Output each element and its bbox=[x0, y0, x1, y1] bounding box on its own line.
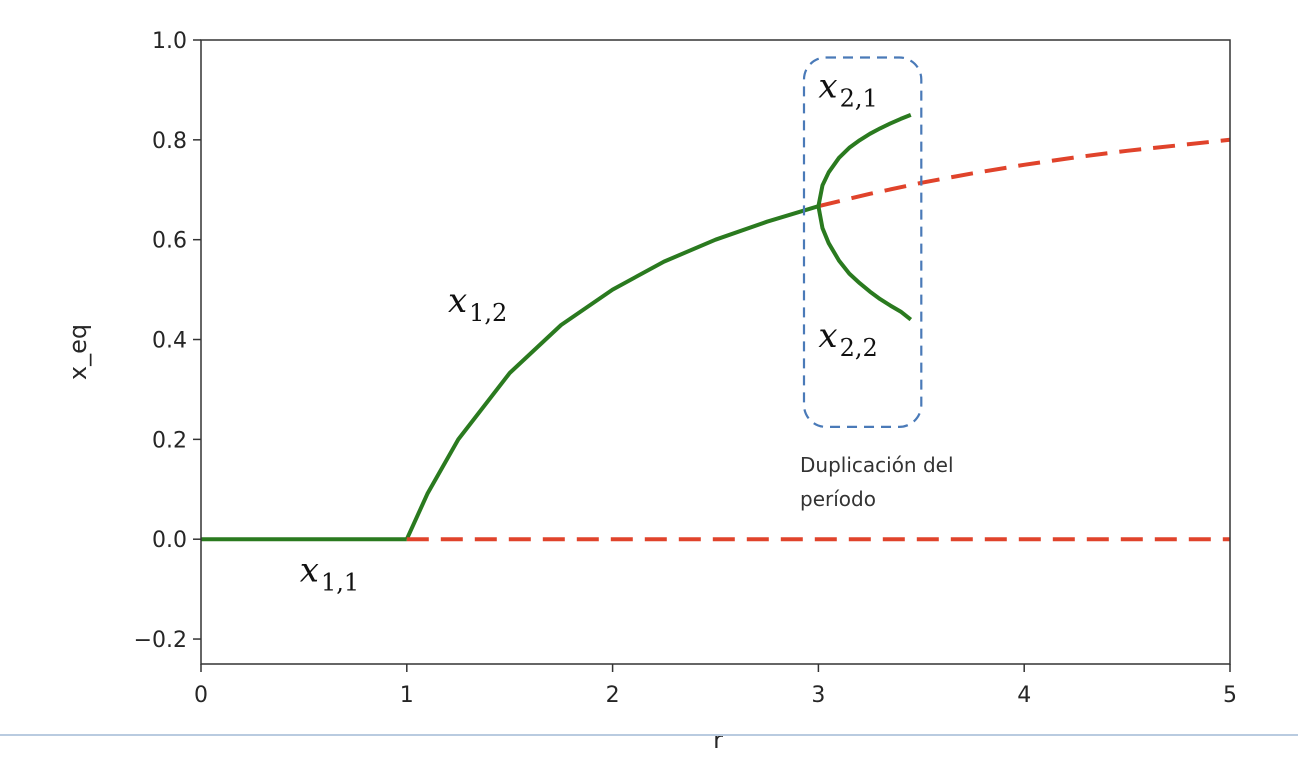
branch-label-x1-1: x1,1 bbox=[300, 551, 359, 597]
x-tick-label: 3 bbox=[811, 683, 825, 708]
bottom-divider bbox=[0, 734, 1298, 736]
x-axis-label: r bbox=[713, 726, 723, 754]
y-tick-label: −0.2 bbox=[134, 628, 187, 653]
series-layer bbox=[201, 113, 1231, 542]
note-line-1: Duplicación del bbox=[800, 453, 954, 477]
branch-labels: x1,1 x1,2 x2,1 x2,2 bbox=[300, 66, 878, 596]
period-doubling-note: Duplicación del período bbox=[800, 453, 960, 511]
series-line-4-dashed bbox=[817, 137, 1231, 209]
branch-label-x1-2: x1,2 bbox=[448, 281, 507, 327]
y-tick-label: 0.0 bbox=[152, 528, 187, 553]
plot-frame bbox=[200, 39, 1231, 665]
x-tick-label: 4 bbox=[1017, 683, 1031, 708]
branch-label-x2-1: x2,1 bbox=[818, 66, 877, 112]
note-line-2: período bbox=[800, 487, 876, 511]
y-tick-label: 1.0 bbox=[152, 29, 187, 54]
series-line-5-solid bbox=[816, 113, 912, 207]
x-axis: 0 1 2 3 4 5 bbox=[194, 664, 1237, 708]
y-tick-label: 0.8 bbox=[152, 129, 187, 154]
y-tick-label: 0.6 bbox=[152, 229, 187, 254]
y-tick-label: 0.4 bbox=[152, 329, 187, 354]
period-doubling-highlight-box bbox=[802, 56, 923, 428]
x-tick-label: 1 bbox=[400, 683, 414, 708]
y-axis-label: x_eq bbox=[64, 324, 92, 380]
series-line-2-solid bbox=[404, 204, 819, 541]
x-tick-label: 0 bbox=[194, 683, 208, 708]
x-tick-label: 2 bbox=[606, 683, 620, 708]
series-line-6-solid bbox=[816, 205, 913, 322]
y-tick-label: 0.2 bbox=[152, 428, 187, 453]
x-tick-label: 5 bbox=[1223, 683, 1237, 708]
y-axis: −0.2 0.0 0.2 0.4 0.6 0.8 1.0 bbox=[134, 29, 201, 653]
branch-label-x2-2: x2,2 bbox=[818, 316, 877, 362]
